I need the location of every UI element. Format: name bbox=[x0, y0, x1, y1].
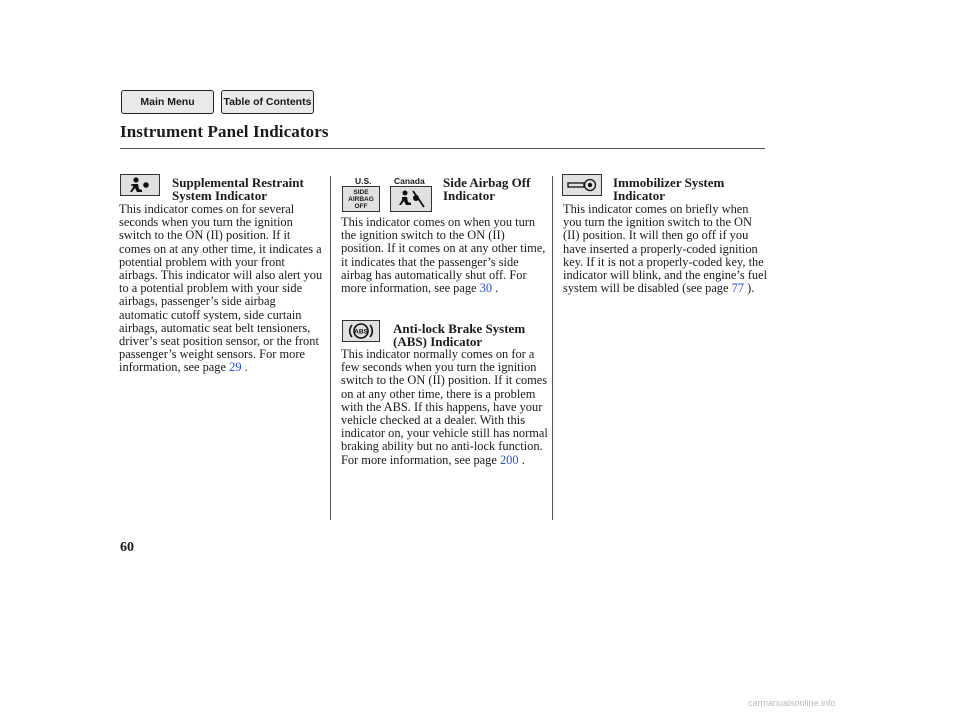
us-label: U.S. bbox=[355, 176, 372, 186]
abs-heading: Anti-lock Brake System (ABS) Indicator bbox=[393, 321, 526, 349]
srs-page-link[interactable]: 29 bbox=[229, 360, 242, 375]
page-number: 60 bbox=[120, 540, 134, 555]
passenger-airbag-off-icon bbox=[399, 190, 425, 208]
column-divider-2 bbox=[552, 176, 553, 520]
canada-label: Canada bbox=[394, 176, 425, 186]
immobilizer-indicator-box bbox=[562, 174, 602, 196]
watermark: carmanualsonline.info bbox=[748, 698, 836, 708]
page-title: Instrument Panel Indicators bbox=[120, 122, 329, 141]
side-airbag-body: This indicator comes on when you turn th… bbox=[341, 215, 546, 296]
srs-body: This indicator comes on for several seco… bbox=[119, 202, 323, 375]
side-airbag-off-canada-box bbox=[390, 186, 432, 212]
title-divider bbox=[120, 148, 765, 149]
svg-text:ABS: ABS bbox=[354, 329, 368, 336]
immobilizer-page-link[interactable]: 77 bbox=[731, 281, 745, 296]
srs-indicator-box bbox=[120, 174, 160, 196]
main-menu-button[interactable]: Main Menu bbox=[121, 90, 214, 114]
column-divider-1 bbox=[330, 176, 331, 520]
side-airbag-heading: Side Airbag Off Indicator bbox=[443, 175, 531, 203]
table-of-contents-button[interactable]: Table of Contents bbox=[221, 90, 314, 114]
srs-heading: Supplemental Restraint System Indicator bbox=[172, 175, 304, 203]
abs-body: This indicator normally comes on for a f… bbox=[341, 347, 548, 467]
immobilizer-heading: Immobilizer System Indicator bbox=[613, 175, 725, 203]
side-airbag-off-us-icon: SIDE AIRBAG OFF bbox=[342, 186, 380, 212]
airbag-person-icon bbox=[130, 177, 149, 192]
immobilizer-body: This indicator comes on briefly when you… bbox=[563, 202, 768, 296]
abs-page-link[interactable]: 200 bbox=[499, 452, 519, 467]
abs-indicator-box: ABS bbox=[342, 320, 380, 342]
key-immobilizer-icon bbox=[567, 178, 597, 192]
abs-icon: ABS bbox=[348, 323, 374, 339]
side-airbag-page-link[interactable]: 30 bbox=[479, 281, 493, 296]
